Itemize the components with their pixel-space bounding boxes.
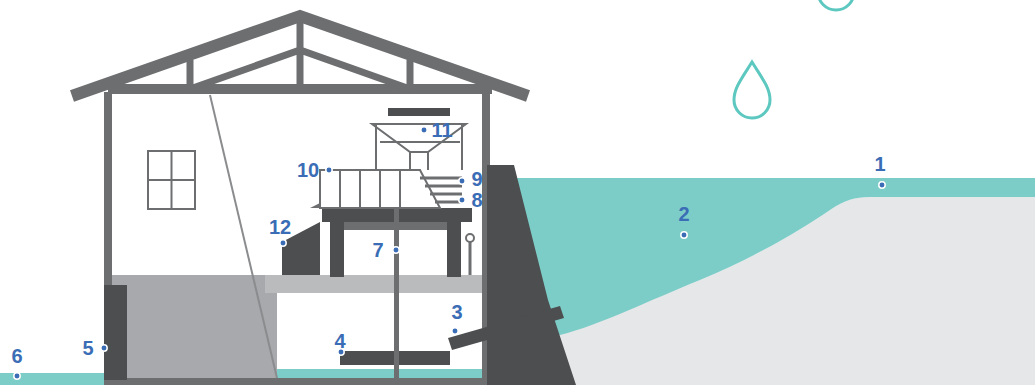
callout-number: 10 — [297, 160, 319, 180]
outlet — [104, 285, 127, 380]
callout-number: 3 — [451, 302, 462, 322]
callout-number: 11 — [431, 120, 452, 140]
roof — [72, 16, 528, 96]
callout-dot — [101, 345, 107, 351]
inner-water — [275, 369, 485, 378]
shaft — [394, 208, 399, 385]
callout-dot — [452, 328, 458, 334]
rope — [210, 95, 277, 378]
tailwater — [0, 373, 108, 385]
stairs — [420, 178, 462, 202]
callout-dot — [879, 182, 885, 188]
callout-number: 8 — [471, 190, 482, 210]
callout-number: 12 — [269, 217, 291, 237]
callout-number: 5 — [82, 338, 93, 358]
wall-shade — [112, 293, 277, 379]
base — [104, 378, 490, 385]
millstone-casing — [320, 170, 440, 208]
callout-number: 2 — [678, 204, 689, 224]
window — [148, 151, 195, 209]
lever-knob — [466, 234, 474, 242]
callout-number: 9 — [471, 169, 482, 189]
callout-dot — [421, 127, 427, 133]
rain-drop — [818, 0, 854, 10]
callout-number: 1 — [874, 154, 885, 174]
floor — [112, 275, 484, 293]
lever — [469, 242, 472, 275]
dam — [487, 165, 576, 385]
callout-number: 4 — [334, 331, 345, 351]
callout-dot — [681, 232, 687, 238]
hopper — [372, 108, 466, 170]
callout-dot — [14, 373, 20, 379]
callout-dot — [459, 178, 465, 184]
callout-number: 7 — [372, 240, 383, 260]
callout-dot — [326, 167, 332, 173]
callout-number: 6 — [11, 346, 22, 366]
penstock — [448, 306, 564, 350]
callout-dot — [459, 197, 465, 203]
floor-light — [265, 275, 484, 293]
callout-dot — [280, 240, 286, 246]
rain-drop — [734, 62, 770, 118]
callout-dot — [393, 247, 399, 253]
reservoir-water — [512, 178, 1035, 335]
